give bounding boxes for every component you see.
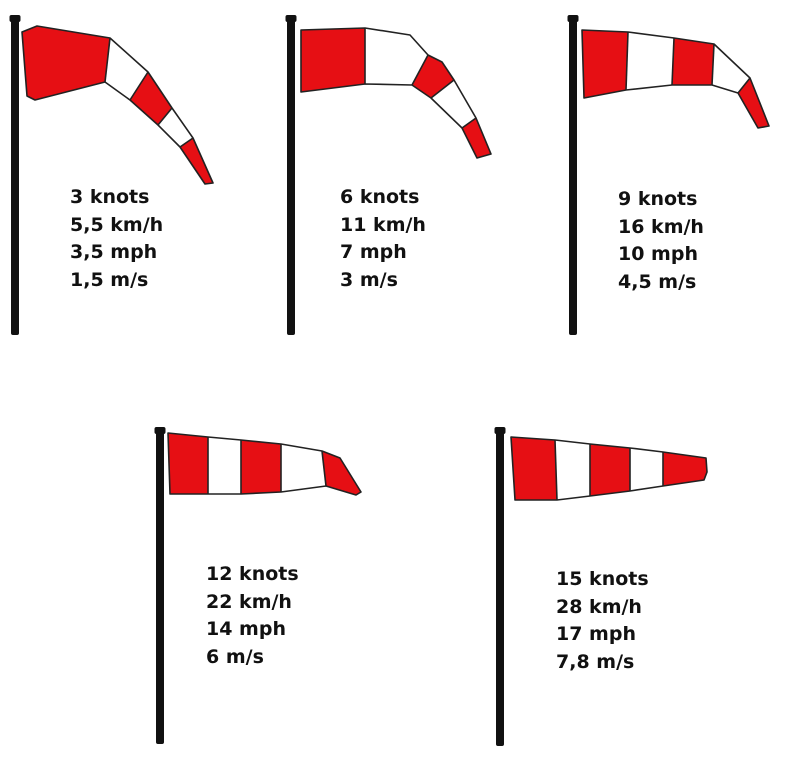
ms-value: 3 m/s: [340, 268, 398, 291]
knots-value: 6 knots: [340, 186, 420, 208]
mph-value: 10 mph: [618, 243, 698, 265]
pole-cap: [9, 15, 21, 22]
knots-value: 3 knots: [70, 186, 150, 208]
mph-value: 17 mph: [556, 623, 636, 645]
windsock-sock: [21, 25, 214, 185]
windsock-sock: [581, 29, 770, 129]
speed-label-3: 9 knots 16 km/h 10 mph 4,5 m/s: [618, 186, 704, 296]
windsock-sock: [300, 27, 492, 159]
windsock-2: [285, 15, 492, 335]
knots-value: 9 knots: [618, 188, 698, 210]
mph-value: 14 mph: [206, 618, 286, 640]
windsock-pole: [11, 20, 19, 335]
windsock-4: [154, 427, 362, 744]
windsock-3: [567, 15, 770, 335]
knots-value: 15 knots: [556, 568, 649, 590]
windsock-pole: [156, 432, 164, 744]
windsock-sock: [167, 432, 362, 496]
speed-label-2: 6 knots 11 km/h 7 mph 3 m/s: [340, 184, 426, 294]
windsock-5: [494, 427, 708, 746]
kmh-value: 28 km/h: [556, 595, 642, 618]
windsock-pole: [496, 432, 504, 746]
ms-value: 4,5 m/s: [618, 270, 697, 293]
pole-cap: [285, 15, 297, 22]
ms-value: 6 m/s: [206, 645, 264, 668]
ms-value: 1,5 m/s: [70, 268, 149, 291]
pole-cap: [494, 427, 506, 434]
windsock-pole: [569, 20, 577, 335]
mph-value: 7 mph: [340, 241, 407, 263]
speed-label-1: 3 knots 5,5 km/h 3,5 mph 1,5 m/s: [70, 184, 163, 294]
speed-label-4: 12 knots 22 km/h 14 mph 6 m/s: [206, 561, 299, 671]
kmh-value: 16 km/h: [618, 215, 704, 238]
speed-label-5: 15 knots 28 km/h 17 mph 7,8 m/s: [556, 566, 649, 676]
kmh-value: 22 km/h: [206, 590, 292, 613]
ms-value: 7,8 m/s: [556, 650, 635, 673]
pole-cap: [154, 427, 166, 434]
kmh-value: 11 km/h: [340, 213, 426, 236]
windsock-pole: [287, 20, 295, 335]
windsock-1: [9, 15, 214, 335]
mph-value: 3,5 mph: [70, 241, 158, 263]
pole-cap: [567, 15, 579, 22]
knots-value: 12 knots: [206, 563, 299, 585]
kmh-value: 5,5 km/h: [70, 213, 164, 236]
windsock-sock: [510, 436, 708, 501]
